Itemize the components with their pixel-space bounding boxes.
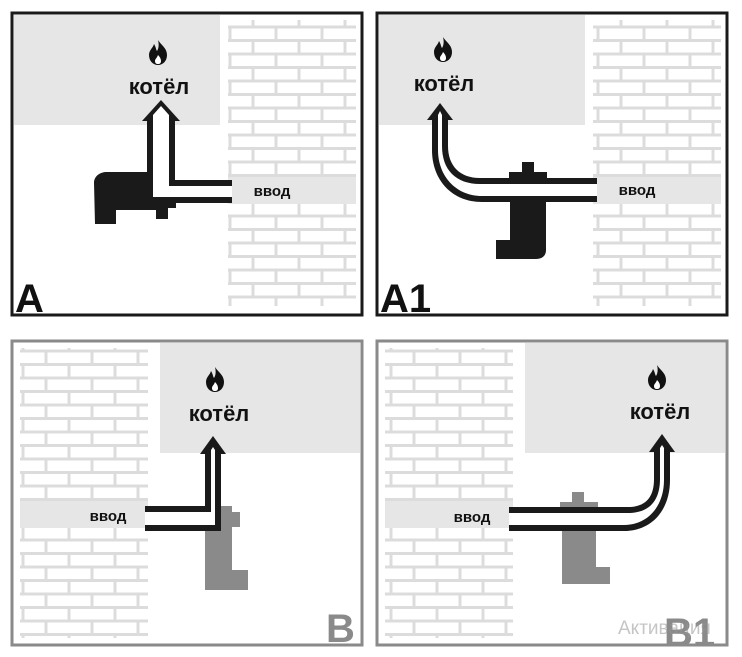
activation-watermark: Активация	[618, 618, 711, 639]
boiler-label: котёл	[189, 401, 250, 426]
panel-a: котёл ввод A	[10, 11, 364, 321]
wall-opening	[228, 177, 356, 204]
panel-letter: B1	[664, 611, 715, 655]
gas-meter	[562, 530, 610, 584]
panel-letter: B	[326, 607, 355, 651]
brick-wall-pattern	[20, 348, 148, 638]
brick-wall-pattern	[593, 20, 721, 306]
room-shade	[14, 15, 220, 125]
wall-opening	[385, 501, 513, 528]
gas-pipe	[509, 434, 675, 531]
panel-letter: A1	[380, 277, 431, 321]
panel-b1: котёл ввод B1	[375, 339, 729, 655]
wall-opening	[593, 177, 721, 204]
gas-pipe	[145, 436, 226, 531]
gas-pipe	[427, 103, 597, 202]
inlet-label: ввод	[254, 183, 291, 200]
brick-wall-pattern	[385, 348, 513, 638]
boiler-label: котёл	[630, 399, 691, 424]
panel-b: котёл ввод B	[10, 339, 364, 651]
brick-wall-pattern	[228, 20, 356, 306]
room-shade	[379, 15, 585, 125]
wall-opening	[20, 501, 148, 528]
inlet-label: ввод	[454, 509, 491, 526]
boiler-label: котёл	[414, 71, 475, 96]
inlet-label: ввод	[90, 508, 127, 525]
panel-a1: котёл ввод A1	[375, 11, 729, 321]
gas-meter	[496, 200, 546, 259]
panel-letter: A	[15, 277, 44, 321]
room-shade	[160, 343, 360, 453]
room-shade	[525, 343, 725, 453]
boiler-label: котёл	[129, 74, 190, 99]
inlet-label: ввод	[619, 182, 656, 199]
